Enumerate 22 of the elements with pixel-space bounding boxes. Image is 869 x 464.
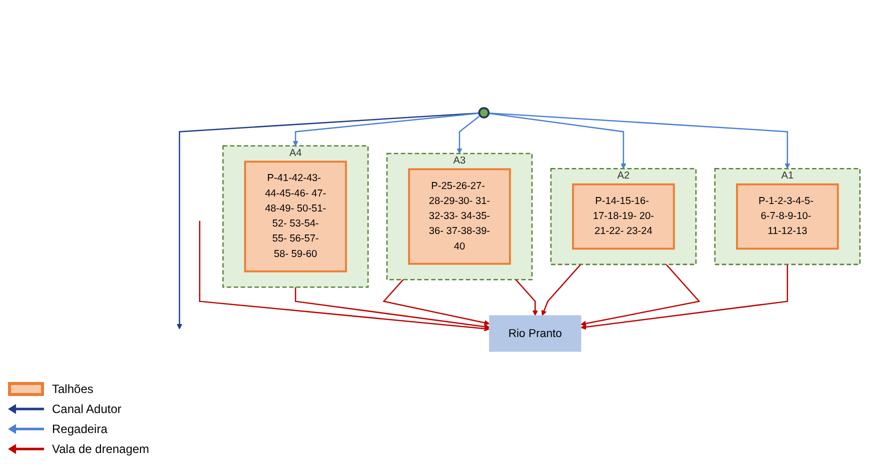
arrow — [580, 264, 700, 327]
arrow — [176, 112, 480, 330]
plot-box: P-14-15-16- 17-18-19- 20-21-22- 23-24 — [572, 184, 675, 250]
legend-label: Vala de drenagem — [52, 442, 150, 456]
legend-label: Talhões — [52, 382, 94, 396]
plot-box: P-41-42-43- 44-45-46- 47-48-49- 50-51-52- 53-54-55- 56-57-58- 59-60 — [244, 160, 347, 273]
arrow — [456, 116, 480, 154]
arrow — [488, 113, 626, 170]
plot-box: P-1-2-3-4-5- 6-7-8-9-10- 11-12-13 — [736, 184, 839, 250]
legend-label: Regadeira — [52, 422, 108, 436]
arrow — [515, 279, 538, 316]
arrow — [292, 112, 480, 146]
arrow — [580, 264, 788, 330]
river-box: Rio Pranto — [489, 315, 582, 352]
arrow — [382, 279, 490, 326]
arrow — [294, 287, 490, 330]
arrow — [199, 221, 490, 332]
plot-box: P-25-26-27- 28-29-30- 31-32-33- 34-35-36- 37-38-39-40 — [408, 168, 511, 265]
arrow — [488, 112, 790, 170]
source-circle — [478, 107, 490, 119]
legend-label: Canal Adutor — [52, 402, 122, 416]
arrow — [541, 264, 582, 316]
